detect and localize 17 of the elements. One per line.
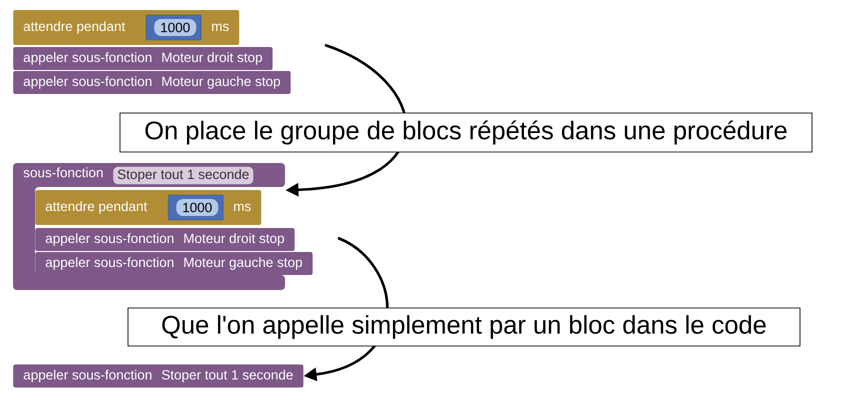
number-input: 1000 [146, 14, 202, 40]
call-block: appeler sous-fonction Moteur gauche stop [35, 252, 313, 275]
call-block: appeler sous-fonction Stoper tout 1 seconde [13, 364, 304, 388]
node-label: appeler sous-fonction [46, 233, 174, 246]
node-label: Moteur gauche stop [162, 76, 280, 89]
node-label: Moteur droit stop [184, 233, 284, 246]
call-block: appeler sous-fonction Moteur droit stop [13, 47, 273, 70]
node-label: appeler sous-fonction [24, 52, 152, 65]
node-label: appeler sous-fonction [24, 76, 152, 89]
caption-box: Que l'on appelle simplement par un bloc dans le code [128, 308, 800, 346]
number-input: 1000 [168, 194, 224, 220]
node-label: Moteur droit stop [162, 52, 262, 65]
call-block: appeler sous-fonction Moteur droit stop [35, 228, 295, 251]
node-label: appeler sous-fonction [46, 257, 174, 270]
caption-box: On place le groupe de blocs répétés dans une procédure [120, 112, 812, 152]
call-block: appeler sous-fonction Moteur gauche stop [13, 71, 291, 94]
name-field: Stoper tout 1 seconde [113, 166, 254, 184]
